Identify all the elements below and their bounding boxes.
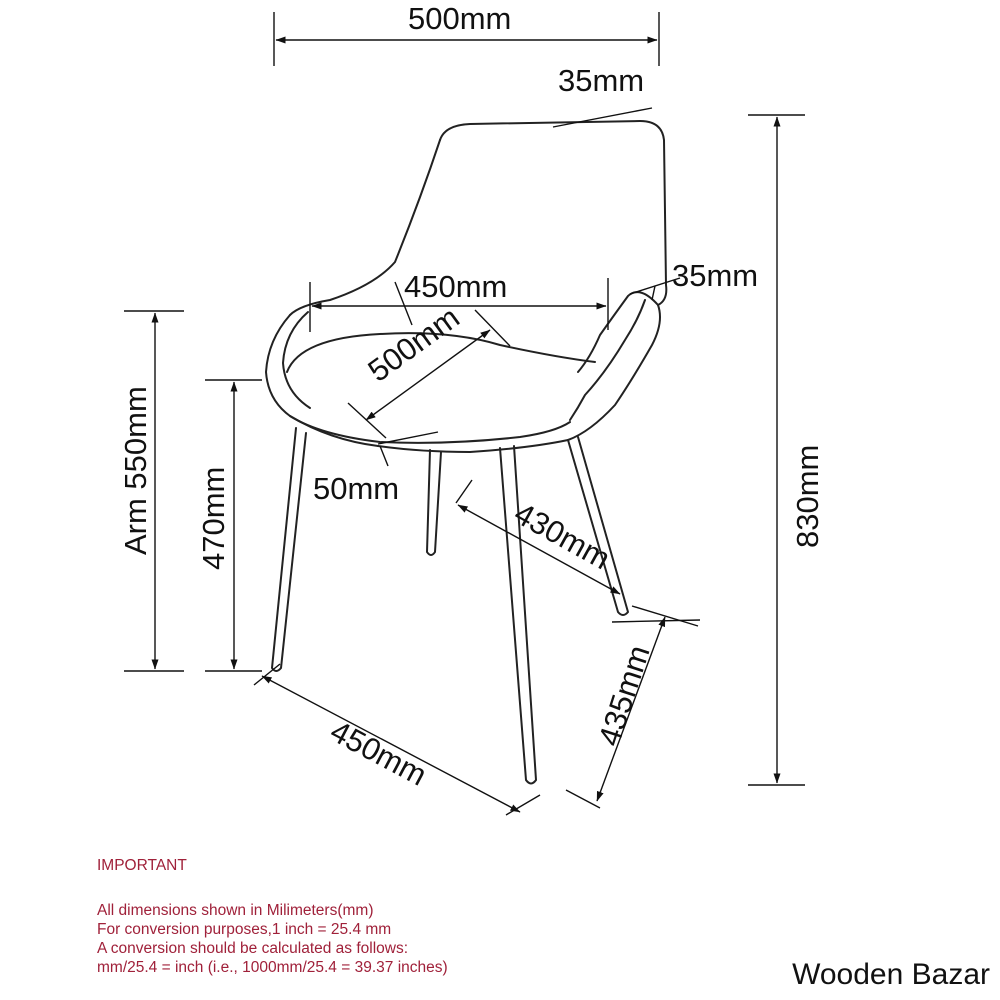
right-arm	[577, 291, 659, 373]
label-arm-thickness: 35mm	[672, 258, 758, 293]
chair-illustration	[265, 120, 668, 785]
leg-back-right	[567, 436, 629, 616]
label-leg-front-span: 450mm	[325, 713, 433, 792]
leg-back-left	[426, 449, 442, 556]
leg-front-left	[271, 427, 307, 672]
chair-dimension-diagram: 500mm 35mm 450mm 35mm 500mm 50mm Arm 550…	[118, 1, 825, 816]
label-total-height: 830mm	[790, 445, 825, 548]
dimension-lines	[124, 12, 805, 816]
label-leg-side-span: 435mm	[591, 641, 656, 750]
notes-line: mm/25.4 = inch (i.e., 1000mm/25.4 = 39.3…	[97, 959, 448, 976]
label-seat-height: 470mm	[196, 467, 231, 570]
important-notes: IMPORTANT All dimensions shown in Milime…	[97, 856, 448, 977]
left-arm-inner	[282, 311, 311, 409]
leg-front-right	[499, 445, 537, 785]
brand-watermark: Wooden Bazar	[792, 958, 990, 991]
notes-line: A conversion should be calculated as fol…	[97, 940, 409, 957]
notes-line: For conversion purposes,1 inch = 25.4 mm	[97, 921, 392, 938]
backrest	[439, 120, 668, 306]
notes-title: IMPORTANT	[97, 857, 187, 874]
left-arm	[265, 314, 379, 447]
label-back-thickness: 35mm	[558, 63, 644, 98]
label-leg-depth-span: 430mm	[509, 496, 616, 577]
label-arm-height: Arm 550mm	[118, 386, 153, 555]
right-arm-inner	[569, 299, 646, 421]
label-overall-width: 500mm	[408, 1, 511, 36]
label-seat-depth: 500mm	[362, 300, 466, 389]
seat-front	[289, 415, 571, 444]
label-seat-width: 450mm	[404, 269, 507, 304]
notes-line: All dimensions shown in Milimeters(mm)	[97, 902, 374, 919]
seat-bottom	[377, 439, 569, 453]
label-seat-thickness: 50mm	[313, 471, 399, 506]
right-arm-outer	[567, 304, 661, 441]
